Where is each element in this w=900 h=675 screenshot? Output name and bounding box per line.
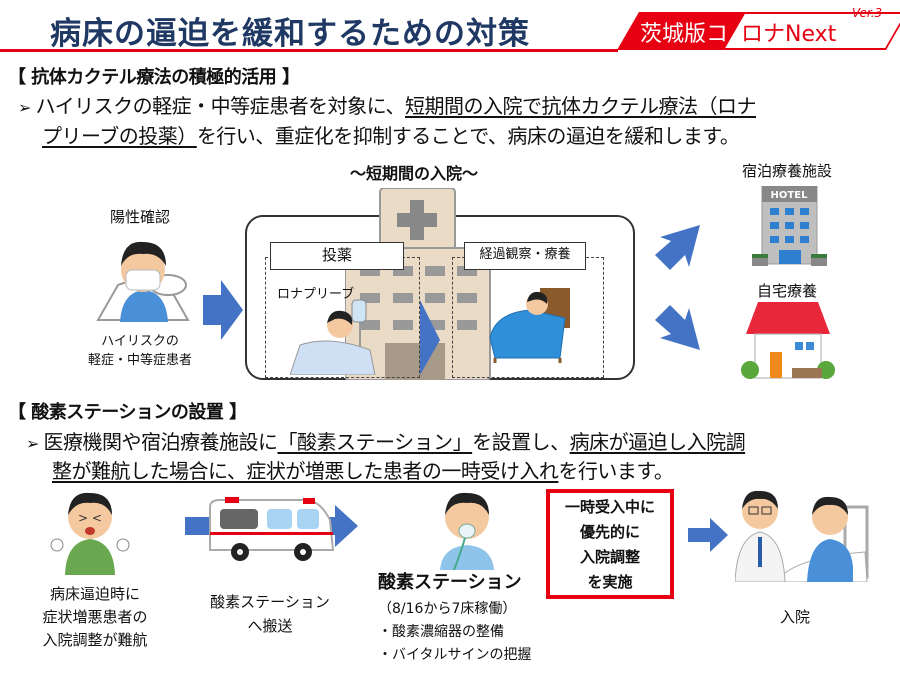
priority-line: を実施 (587, 573, 633, 591)
section1-bullet-line2: プリーブの投薬）を行い、重症化を抑制することで、病床の逼迫を緩和します。 (42, 120, 740, 149)
drug-label: ロナプリーブ (277, 287, 355, 302)
masked-patient-illustration (96, 241, 190, 322)
priority-line: 一時受入中に (564, 498, 655, 516)
priority-line: 入院調整 (579, 548, 640, 566)
oxygen-patient-illustration (440, 492, 494, 570)
bullet-text-plain: ハイリスクの軽症・中等症患者を対象に、 (35, 94, 406, 118)
priority-line: 優先的に (579, 523, 640, 541)
observation-tag: 経過観察・療養 (464, 242, 586, 270)
transport-label: 酸素ステーション へ搬送 (195, 590, 345, 638)
admission-label: 入院 (779, 608, 810, 626)
patient-difficulty-line: 病床逼迫時に (49, 585, 140, 603)
arrow-shaft (185, 517, 215, 535)
logo-text-white-part: ロナNext (741, 22, 837, 47)
svg-text:> <: > < (78, 511, 102, 525)
bullet-arrow-icon: ➢ (26, 434, 44, 453)
patient-difficulty-label: 病床逼迫時に 症状増悪患者の 入院調整が難航 (30, 583, 160, 652)
hospital-stay-title: 〜短期間の入院〜 (350, 164, 479, 183)
section2-bullet-line2: 整が難航した場合に、症状が増悪した患者の一時受け入れを行います。 (52, 455, 674, 484)
ambulance-illustration (185, 497, 358, 561)
positive-confirmation-label: 陽性確認 (109, 208, 170, 226)
arrow-right-icon (688, 518, 728, 552)
hotel-illustration: HOTEL (752, 186, 827, 266)
section2-heading: 【 酸素ステーションの設置 】 (8, 402, 247, 423)
triangle-arrow-icon (420, 300, 440, 375)
arrow-down-right-icon (655, 305, 700, 350)
patient-difficulty-line: 症状増悪患者の (42, 608, 148, 626)
patient-difficulty-line: 入院調整が難航 (42, 631, 148, 649)
priority-admission-box: 一時受入中に 優先的に 入院調整 を実施 (546, 489, 674, 599)
station-item: ・酸素濃縮器の整備 (378, 624, 504, 640)
hospital-building-illustration (345, 188, 491, 380)
bullet-text-plain: を行います。 (558, 459, 674, 483)
face-mask (125, 269, 161, 291)
dosing-tag: 投薬 (270, 242, 404, 270)
section1-bullet-line1: ➢ ハイリスクの軽症・中等症患者を対象に、短期間の入院で抗体カクテル療法（ロナ (18, 90, 757, 119)
section1-heading: 【 抗体カクテル療法の積極的活用 】 (8, 67, 300, 88)
patient-hair (121, 241, 166, 266)
bullet-text-underlined: プリーブの投薬） (42, 124, 197, 148)
doctor-patient-illustration (735, 490, 869, 582)
bullet-text-underlined: 「酸素ステーション」 (277, 430, 473, 454)
bullet-text-plain: を行い、重症化を抑制することで、病床の逼迫を緩和します。 (196, 124, 740, 148)
hotel-recovery-label: 宿泊療養施設 (741, 162, 832, 180)
iv-patient-illustration (290, 299, 376, 375)
arrow-right-icon (203, 280, 243, 340)
sleeping-patient-illustration (489, 288, 570, 363)
patient-label-line1: ハイリスクの (101, 334, 179, 349)
oxygen-station-details: （8/16から7床稼働） ・酸素濃縮器の整備 ・バイタルサインの把握 (378, 598, 531, 667)
bullet-arrow-icon: ➢ (18, 98, 36, 117)
patient-label: ハイリスクの 軽症・中等症患者 (75, 332, 205, 370)
transport-line: 酸素ステーション (210, 593, 330, 611)
station-capacity: （8/16から7床稼働） (378, 601, 517, 617)
patient-label-line2: 軽症・中等症患者 (87, 353, 192, 368)
patient-body (120, 290, 168, 322)
oxygen-station-title: 酸素ステーション (378, 572, 522, 593)
logo-text-red-part: 茨城版コ (640, 22, 729, 47)
house-illustration (741, 302, 835, 379)
arrow-up-right-icon (655, 225, 700, 270)
hotel-sign: HOTEL (771, 190, 809, 201)
title-underline (0, 49, 618, 52)
section2-bullet-line1: ➢ 医療機関や宿泊療養施設に「酸素ステーション」を設置し、病床が逼迫し入院調 (26, 426, 746, 455)
bullet-text-underlined: 短期間の入院で抗体カクテル療法（ロナ (405, 94, 757, 118)
page-title: 病床の逼迫を緩和するための対策 (50, 16, 530, 52)
home-recovery-label: 自宅療養 (756, 282, 817, 300)
bullet-text-plain: 医療機関や宿泊療養施設に (43, 430, 279, 454)
bullet-text-underlined: 整が難航した場合に、症状が増悪した患者の一時受け入れ (52, 459, 559, 483)
logo-version: Ver.3 (852, 6, 883, 20)
station-item: ・バイタルサインの把握 (378, 647, 532, 663)
bullet-text-underlined: 病床が逼迫し入院調 (569, 430, 746, 454)
transport-line: へ搬送 (247, 617, 293, 635)
suffering-patient-illustration: > < (50, 492, 130, 575)
bullet-text-plain: を設置し、 (472, 430, 570, 454)
arrow-head (315, 505, 358, 547)
